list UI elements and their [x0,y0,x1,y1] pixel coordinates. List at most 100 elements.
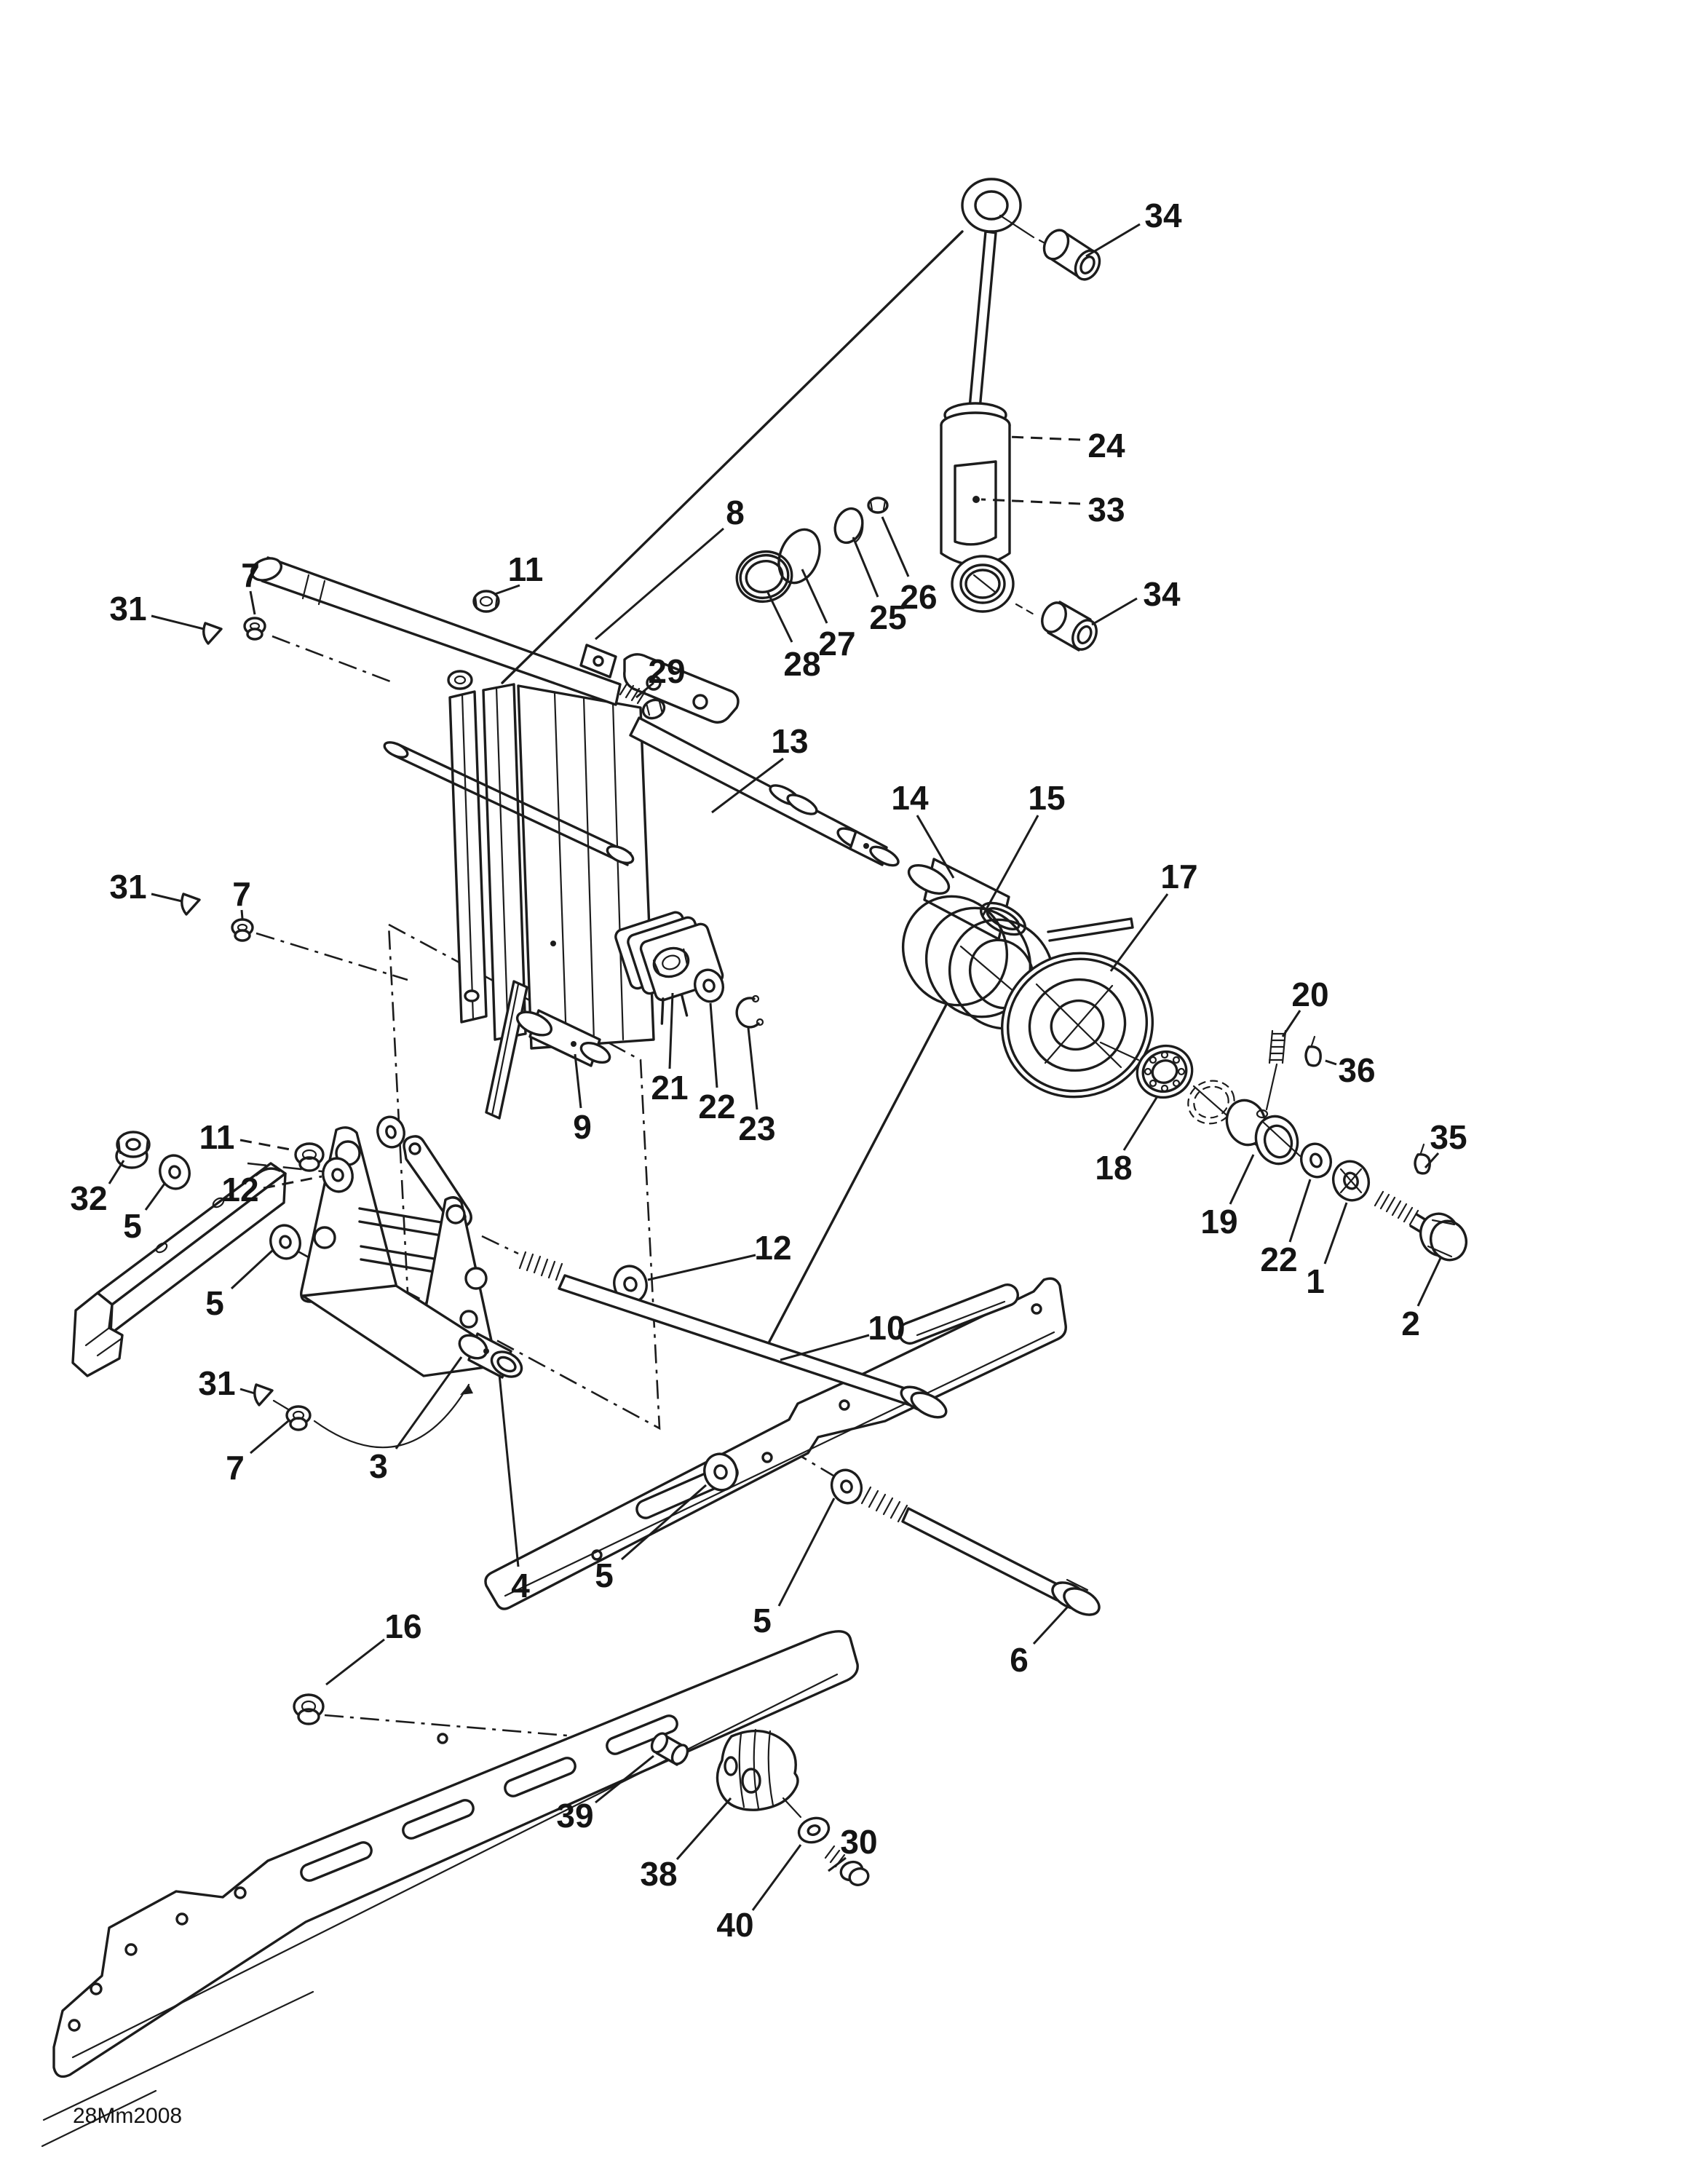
callout-6: 6 [1010,1641,1029,1679]
callout-leader-34a [1085,223,1141,258]
snap-washer-dashed [1187,1080,1235,1125]
circlip-23 [735,994,764,1029]
callout-leader-14 [916,815,955,879]
callout-leader-8 [595,527,724,641]
callout-leader-25 [852,537,879,598]
washer-5a [159,1154,191,1190]
callout-35: 35 [1430,1118,1467,1156]
bushing-34b [1041,601,1098,652]
callout-22a: 22 [698,1088,735,1125]
callout-leader-32 [108,1160,125,1184]
bushing-34a [1042,229,1101,281]
washer-22a [693,968,725,1003]
callout-10: 10 [868,1309,905,1347]
callout-34a: 34 [1144,197,1182,234]
callout-30: 30 [840,1823,877,1861]
callout-11b: 11 [199,1118,235,1156]
callout-leader-38 [675,1797,732,1860]
callout-leader-20 [1281,1010,1301,1037]
seal-ring-28 [735,550,793,603]
bushing-4 [458,1332,523,1379]
callout-3: 3 [369,1447,388,1485]
cone-washer-31a [202,622,223,645]
callout-20: 20 [1291,976,1328,1013]
axle-rod-10 [518,1251,948,1419]
callout-leader-30 [828,1856,847,1872]
callout-leader-3 [395,1356,463,1449]
callout-13: 13 [771,722,808,760]
shock-absorber-24 [501,178,1035,684]
torsion-spring-15 [761,895,1134,1356]
long-bolt-6 [860,1486,1101,1616]
nut-26 [867,496,889,514]
washer-5d [830,1468,863,1505]
callout-12b: 12 [754,1229,791,1267]
callout-2: 2 [1401,1305,1420,1342]
callout-leader-31c [239,1388,255,1395]
left-rail [41,1630,859,2148]
front-bracket-3 [300,1126,518,1377]
nut-7a [243,617,266,641]
nut-7c [272,1399,312,1431]
callout-16: 16 [384,1607,421,1645]
callout-40: 40 [716,1906,753,1944]
callout-15: 15 [1028,779,1065,817]
washer-5c [703,1452,738,1492]
spring-pin-20 [1265,1029,1287,1111]
callout-26: 26 [900,578,937,616]
callout-leader-35 [1424,1152,1440,1169]
upper-arm-tube [250,556,740,724]
cup-25 [833,507,864,545]
callout-7a: 7 [241,556,260,594]
callout-leader-4 [498,1374,520,1567]
callout-leader-28 [766,590,793,643]
callout-7b: 7 [232,875,251,913]
callout-8: 8 [726,494,745,531]
callout-31a: 31 [109,590,146,628]
callout-leader-39 [595,1754,654,1804]
callout-leader-40 [751,1844,802,1911]
curved-leader-arrow [313,1383,473,1449]
callout-leader-16 [325,1638,385,1686]
callout-leader-5d [777,1497,836,1607]
callout-25: 25 [869,598,906,636]
callout-leader-27 [801,569,828,624]
callout-5d: 5 [753,1602,772,1639]
cone-washer-31c [253,1383,274,1406]
callout-38: 38 [640,1855,677,1893]
callout-18: 18 [1095,1149,1132,1187]
idler-wheel-17 [1000,951,1154,1099]
callout-leader-5b [230,1249,274,1290]
flange-nut-11a [472,590,500,613]
callout-5b: 5 [205,1284,224,1322]
cone-washer-31b [181,893,201,916]
clip-36 [1304,1035,1322,1067]
callout-17: 17 [1160,858,1197,895]
callout-32: 32 [70,1179,107,1217]
callout-22b: 22 [1260,1241,1297,1278]
bolt-29 [619,681,666,720]
washer-40 [797,1816,831,1844]
callout-leader-10 [780,1334,870,1361]
callout-leader-2 [1416,1256,1443,1307]
callout-9: 9 [573,1108,592,1146]
callout-leader-26 [881,516,910,577]
callout-leader-6 [1032,1606,1069,1645]
callout-11a: 11 [508,550,544,588]
adjuster-rod [383,741,635,866]
callout-27: 27 [818,625,855,662]
washer-5b [269,1224,301,1260]
callout-leader-13 [711,757,784,814]
callout-19: 19 [1200,1203,1237,1241]
bushing-39 [650,1732,689,1766]
washer-22b [1299,1142,1333,1179]
callout-leader-7a [249,590,256,615]
callout-23: 23 [738,1109,775,1147]
callout-4: 4 [511,1567,530,1605]
callout-leader-15 [981,815,1039,917]
callout-leader-12a [263,1175,322,1190]
callout-leader-22b [1288,1179,1312,1243]
callout-33: 33 [1087,491,1125,529]
